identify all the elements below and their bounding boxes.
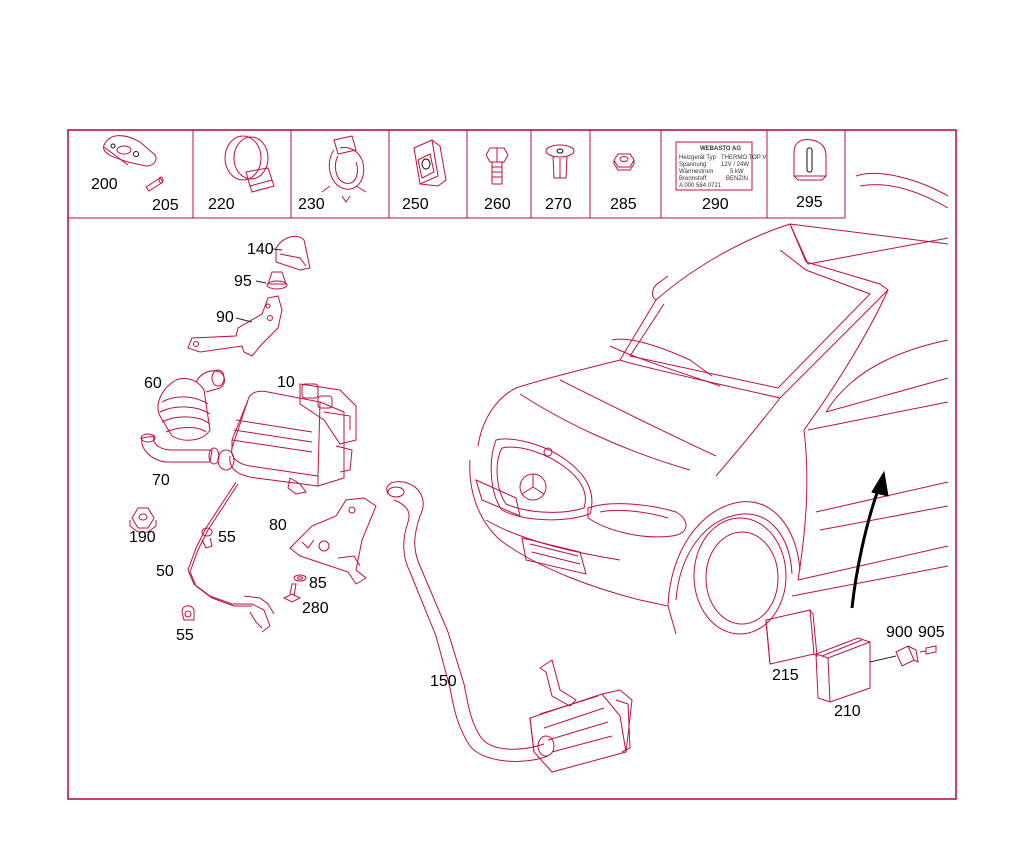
part-85-washer[interactable]: 85 — [293, 574, 327, 592]
plate-row-2-key: Spannung — [679, 162, 706, 168]
part-280-screw[interactable]: 280 — [282, 583, 329, 617]
callout-10: 10 — [277, 374, 295, 391]
label-200: 200 — [91, 176, 118, 193]
callout-80: 80 — [269, 517, 287, 534]
callout-60: 60 — [144, 375, 162, 392]
plate-row-3-key: Wärmestrom — [679, 169, 713, 175]
part-270-rivet[interactable]: 270 — [545, 144, 575, 213]
part-80-mounting-bracket[interactable]: 80 — [269, 497, 377, 585]
plate-row-4-val: BENZIN — [726, 176, 748, 182]
part-140-cover[interactable]: 140 — [247, 235, 311, 271]
part-60-bellows[interactable]: 60 — [144, 369, 225, 441]
part-190-nut[interactable]: 190 — [129, 507, 157, 546]
part-150-exhaust[interactable]: 150 — [386, 481, 633, 773]
label-250: 250 — [402, 196, 429, 213]
label-220: 220 — [208, 196, 235, 213]
callout-85: 85 — [309, 575, 327, 592]
part-220-hose-clamp[interactable]: 220 — [208, 135, 275, 213]
label-295: 295 — [796, 194, 823, 211]
callout-210: 210 — [834, 703, 861, 720]
part-250-clip-nut[interactable]: 250 — [402, 139, 447, 213]
part-95-grommet[interactable]: 95 — [234, 271, 288, 290]
plate-title: WEBASTO AG — [700, 146, 741, 152]
nut-icon — [613, 153, 635, 171]
part-900-connector[interactable]: 900 — [869, 624, 919, 667]
part-210-control-unit[interactable]: 210 — [815, 637, 871, 720]
callout-150: 150 — [430, 673, 457, 690]
plate-part-number: A 000 584 0721 — [679, 183, 722, 189]
part-55-grommet-lower[interactable]: 55 — [176, 605, 195, 644]
callout-55-upper: 55 — [218, 529, 236, 546]
diagram-frame — [67, 129, 957, 800]
part-230-spring-clip[interactable]: 230 — [298, 135, 367, 213]
callout-140: 140 — [247, 241, 274, 258]
bolt-icon — [485, 147, 509, 185]
header-strip — [68, 130, 846, 219]
part-55-grommet-upper[interactable]: 55 — [201, 527, 236, 549]
callout-90: 90 — [216, 309, 234, 326]
spring-clip-icon — [321, 135, 367, 203]
part-70-elbow-hose[interactable]: 70 — [140, 433, 220, 489]
part-290-type-plate[interactable]: WEBASTO AG Heizgerät Typ THERMO TOP V Sp… — [675, 141, 766, 213]
label-260: 260 — [484, 196, 511, 213]
callout-50: 50 — [156, 563, 174, 580]
part-50-wiring-harness[interactable]: 50 — [156, 481, 275, 633]
part-905-pin[interactable]: 905 — [918, 624, 945, 655]
part-10-heater-unit[interactable]: 10 — [217, 374, 357, 495]
label-270: 270 — [545, 196, 572, 213]
part-260-bolt[interactable]: 260 — [484, 147, 511, 213]
callout-215: 215 — [772, 667, 799, 684]
callout-280: 280 — [302, 600, 329, 617]
part-215-panel[interactable]: 215 — [765, 609, 818, 684]
label-230: 230 — [298, 196, 325, 213]
plate-row-3-val: 5 kW — [730, 169, 744, 175]
label-205: 205 — [152, 197, 179, 214]
part-295-grommet[interactable]: 295 — [793, 139, 827, 212]
plate-row-4-key: Brennstoff — [679, 176, 707, 182]
callout-190: 190 — [129, 529, 156, 546]
car-outline-icon — [469, 172, 949, 635]
part-285-nut[interactable]: 285 — [610, 153, 637, 213]
label-290: 290 — [702, 196, 729, 213]
remote-key-fob-icon — [103, 135, 157, 167]
plate-row-1-val: THERMO TOP V — [721, 155, 766, 161]
location-arrow — [850, 470, 889, 609]
plate-row-1-key: Heizgerät Typ — [679, 155, 717, 161]
callout-55-lower: 55 — [176, 627, 194, 644]
callout-900: 900 — [886, 624, 913, 641]
callout-905: 905 — [918, 624, 945, 641]
callout-95: 95 — [234, 273, 252, 290]
label-285: 285 — [610, 196, 637, 213]
plate-row-2-val: 12V / 24W — [721, 162, 749, 168]
part-200-remote[interactable]: 200 — [91, 135, 157, 193]
hose-clamp-icon — [224, 135, 275, 193]
callout-70: 70 — [152, 472, 170, 489]
part-90-bracket[interactable]: 90 — [187, 295, 283, 357]
part-205-pin[interactable]: 205 — [145, 176, 179, 214]
